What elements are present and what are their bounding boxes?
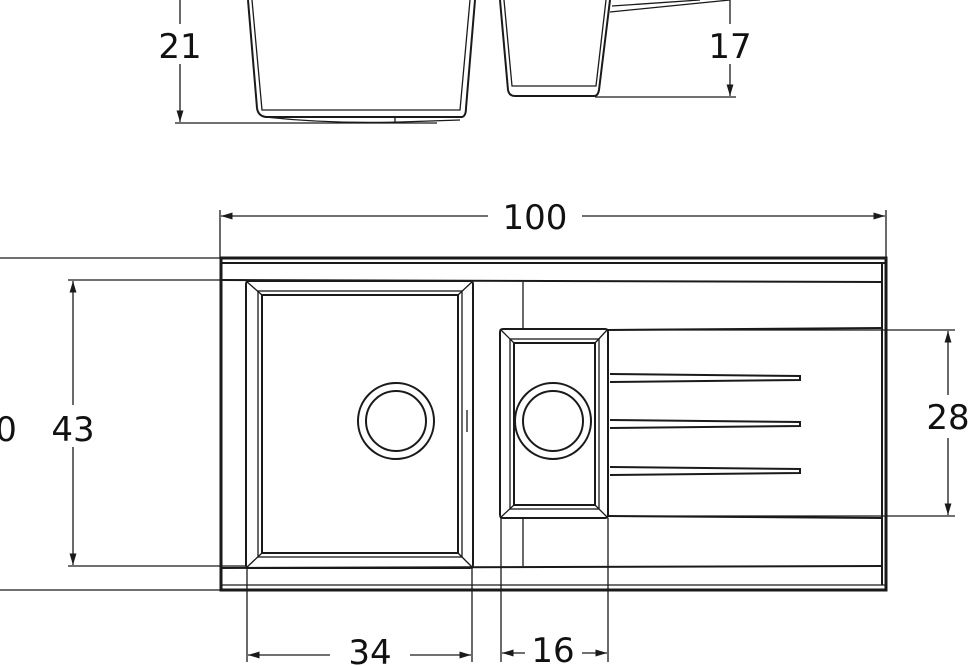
dimension-label-21: 21 xyxy=(158,27,201,67)
dimension-label-28: 28 xyxy=(926,398,969,438)
dimension-label-100: 100 xyxy=(503,198,568,238)
dimension-small-bowl-depth-plan: 28 xyxy=(608,329,970,517)
dimension-label-17: 17 xyxy=(708,27,751,67)
side-view-small-bowl xyxy=(499,0,731,97)
small-bowl xyxy=(499,328,609,519)
dimension-large-bowl-width: 34 xyxy=(246,568,473,666)
dimension-overall-width: 100 xyxy=(219,198,887,258)
dimension-bowl-depth: 21 xyxy=(158,0,437,124)
dimension-label-partial: 0 xyxy=(0,410,17,450)
dimension-small-bowl-width: 16 xyxy=(500,518,609,666)
drainer-grooves xyxy=(609,373,801,476)
dimension-small-bowl-depth: 17 xyxy=(595,0,752,98)
dimension-large-bowl-depth: 43 xyxy=(51,279,246,567)
large-bowl-drain-icon xyxy=(357,382,435,460)
side-view-large-bowl xyxy=(247,0,476,124)
large-bowl xyxy=(245,280,474,569)
dimension-label-34: 34 xyxy=(348,633,391,666)
dimension-overall-depth: 0 xyxy=(0,257,220,591)
dimension-label-16: 16 xyxy=(531,631,574,666)
dimension-label-43: 43 xyxy=(51,410,94,450)
plan-view-sink xyxy=(219,256,888,592)
small-bowl-drain-icon xyxy=(514,382,592,460)
